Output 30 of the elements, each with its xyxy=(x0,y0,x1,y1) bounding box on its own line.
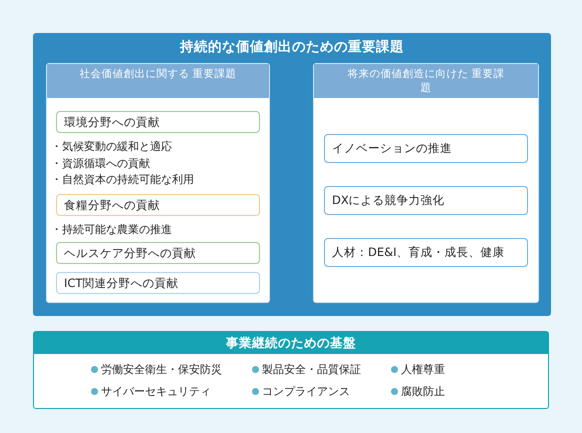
foundation-item: 製品安全・品質保証 xyxy=(262,362,361,377)
category-panel xyxy=(46,63,270,303)
foundation-item: コンプライアンス xyxy=(262,384,350,399)
foundation-heading: 事業継続のための基盤 xyxy=(34,332,548,354)
issue-box xyxy=(56,272,260,294)
bullet-text: ・自然資本の持続可能な利用 xyxy=(51,172,194,187)
issue-text: 人材：DE&I、育成・成長、健康 xyxy=(332,245,504,260)
issue-text: ICT関連分野への貢献 xyxy=(64,276,178,290)
issue-box xyxy=(324,238,528,267)
foundation-item: 腐敗防止 xyxy=(401,384,445,399)
issue-box xyxy=(56,242,260,264)
issue-text: イノベーションの推進 xyxy=(332,141,452,156)
category-panel xyxy=(313,63,539,303)
bullet-text: ・持続可能な農業の推進 xyxy=(51,222,172,237)
issues-panel xyxy=(33,33,551,316)
foundation-item: 人権尊重 xyxy=(401,362,445,377)
foundation-item: 労働安全衛生・保安防災 xyxy=(101,362,222,377)
panel-heading: 将来の価値創造に向けた 重要課題 xyxy=(314,64,538,98)
foundation-panel xyxy=(33,331,549,409)
issue-box xyxy=(324,186,528,215)
issue-box xyxy=(324,134,528,163)
bullet-text: ・気候変動の緩和と適応 xyxy=(51,139,172,154)
issue-text: 環境分野への貢献 xyxy=(64,114,160,130)
foundation-item: サイバーセキュリティ xyxy=(101,384,211,399)
issue-text: DXによる競争力強化 xyxy=(332,193,445,208)
bullet-text: ・資源循環への貢献 xyxy=(51,156,150,170)
panel-heading: 社会価値創出に関する 重要課題 xyxy=(47,64,269,98)
issue-text: 食糧分野への貢献 xyxy=(64,198,160,212)
issue-text: ヘルスケア分野への貢献 xyxy=(64,246,196,260)
panel-title: 持続的な価値創出のための重要課題 xyxy=(178,38,405,56)
